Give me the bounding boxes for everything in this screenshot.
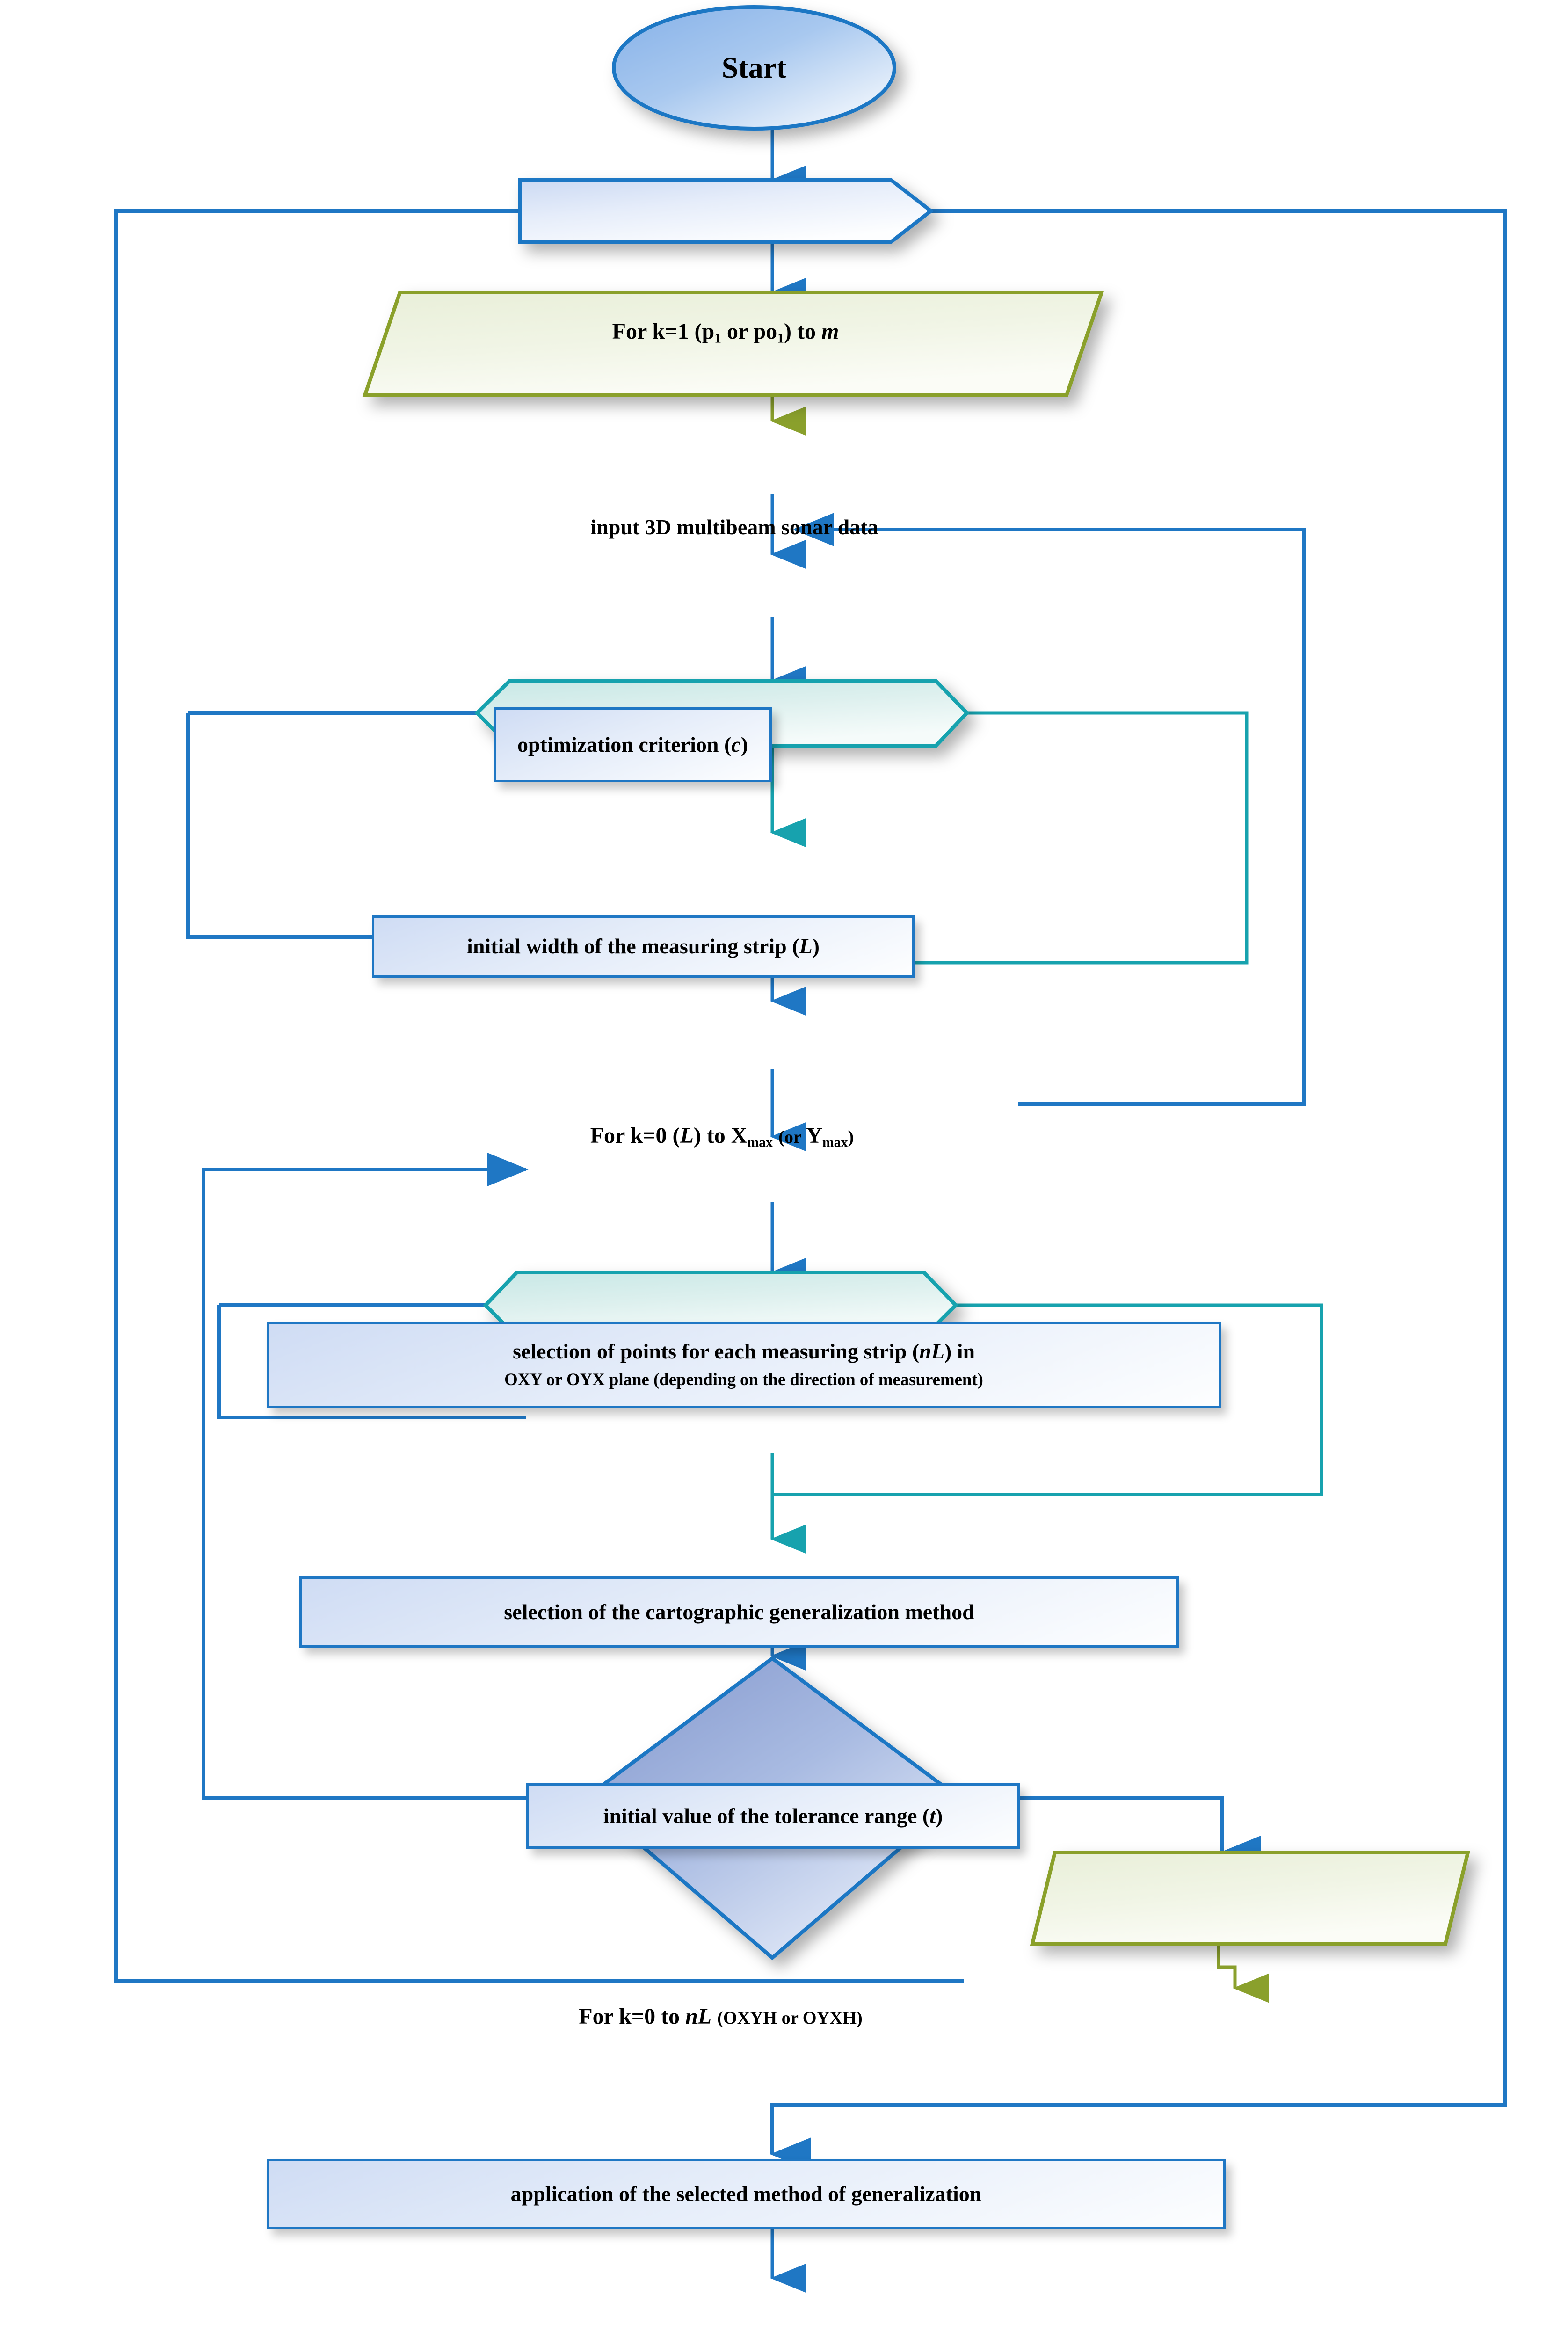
node-loop-k-1-to-m-label: For k=1 (p1 or po1) to m bbox=[612, 319, 839, 346]
node-initial-width[interactable]: initial width of the measuring strip (L) bbox=[372, 915, 915, 978]
node-loop-k-0-to-nl[interactable]: For k=0 to nL (OXYH or OYXH) bbox=[486, 1984, 956, 2049]
node-loop-k-0-to-nl-label: For k=0 to nL (OXYH or OYXH) bbox=[579, 2004, 863, 2029]
node-optimization-criterion[interactable]: optimization criterion (c) bbox=[494, 707, 772, 782]
node-selection-of-points[interactable]: selection of points for each measuring s… bbox=[267, 1322, 1221, 1408]
node-initial-width-label: initial width of the measuring strip (L) bbox=[467, 934, 820, 959]
node-tolerance-range-label: initial value of the tolerance range (t) bbox=[603, 1803, 943, 1828]
node-input-sonar-data-label: input 3D multibeam sonar data bbox=[590, 515, 878, 539]
node-selection-of-method-label: selection of the cartographic generaliza… bbox=[504, 1599, 974, 1624]
node-tolerance-range[interactable]: initial value of the tolerance range (t) bbox=[526, 1783, 1020, 1849]
node-start[interactable]: Start bbox=[614, 7, 894, 129]
node-loop-k-0-to-xmax[interactable]: For k=0 (L) to Xmax (or Ymax) bbox=[477, 1104, 967, 1170]
node-application-of-method-label: application of the selected method of ge… bbox=[510, 2181, 982, 2206]
node-selection-of-points-label: selection of points for each measuring s… bbox=[504, 1339, 983, 1389]
node-application-of-method[interactable]: application of the selected method of ge… bbox=[267, 2159, 1226, 2229]
node-loop-k-0-to-xmax-label: For k=0 (L) to Xmax (or Ymax) bbox=[590, 1123, 854, 1150]
node-loop-k-1-to-m[interactable]: For k=1 (p1 or po1) to m bbox=[520, 302, 931, 363]
node-start-label: Start bbox=[721, 51, 787, 84]
node-input-sonar-data[interactable]: input 3D multibeam sonar data bbox=[374, 476, 1095, 579]
node-selection-of-method[interactable]: selection of the cartographic generaliza… bbox=[299, 1576, 1179, 1648]
node-optimization-criterion-label: optimization criterion (c) bbox=[517, 732, 748, 756]
